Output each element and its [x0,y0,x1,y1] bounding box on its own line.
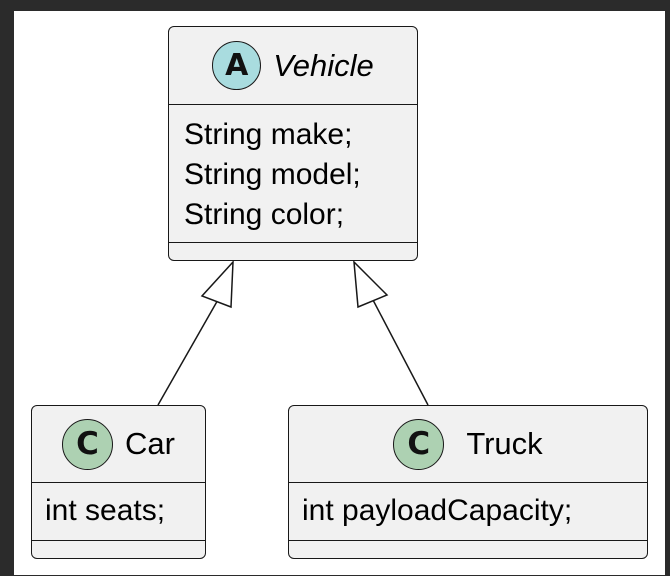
class-truck-header: C Truck [289,406,647,483]
attribute-payload-capacity: int payloadCapacity; [302,494,573,527]
class-car-name: Car [125,426,175,461]
car-inheritance-line [157,297,220,406]
class-vehicle-attributes: String make; String model; String color; [169,105,417,243]
truck-extends-vehicle-arrow [353,260,429,406]
truck-inheritance-arrowhead [353,260,389,309]
class-icon: C [393,418,445,470]
class-truck-name: Truck [466,426,543,461]
class-car-header: C Car [32,406,205,483]
class-truck-attributes: int payloadCapacity; [289,483,647,541]
class-vehicle[interactable]: A Vehicle String make; String model; Str… [168,26,418,261]
attribute-seats: int seats; [45,494,166,527]
car-extends-vehicle-arrow [157,259,234,406]
car-inheritance-arrowhead [200,259,234,309]
attribute-color: String color; [184,198,345,231]
class-car-attributes: int seats; [32,483,205,541]
class-icon: C [62,418,114,470]
attribute-model: String model; [184,158,361,191]
truck-inheritance-line [372,299,429,406]
class-truck[interactable]: C Truck int payloadCapacity; [288,405,648,559]
class-vehicle-name: Vehicle [273,47,374,83]
class-vehicle-header: A Vehicle [169,27,417,105]
class-car[interactable]: C Car int seats; [31,405,206,559]
abstract-class-icon: A [212,41,262,90]
attribute-make: String make; [184,118,353,151]
